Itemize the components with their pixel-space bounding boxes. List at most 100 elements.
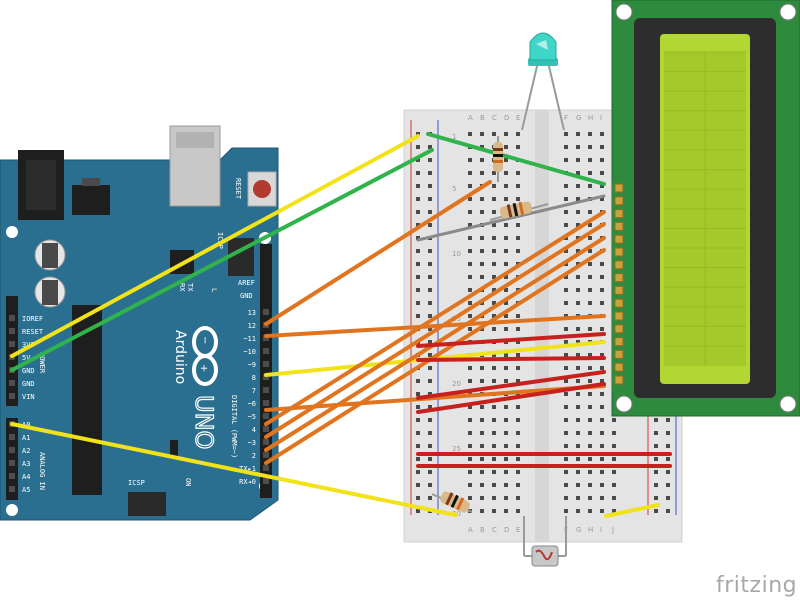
breadboard-hole — [588, 392, 592, 396]
breadboard-hole — [576, 132, 580, 136]
wire-orange-2 — [264, 248, 606, 465]
breadboard-hole — [600, 184, 604, 188]
breadboard-column-label-top: H — [588, 114, 593, 122]
breadboard-column-label-top: F — [564, 114, 568, 122]
breadboard-hole — [516, 353, 520, 357]
lcd-16x2-display — [611, 0, 800, 417]
led — [521, 32, 565, 131]
digital-pin-socket — [263, 478, 269, 484]
breadboard-hole — [504, 366, 508, 370]
breadboard-hole — [516, 327, 520, 331]
breadboard-hole — [612, 431, 616, 435]
breadboard-hole — [468, 418, 472, 422]
breadboard-hole — [416, 496, 420, 500]
breadboard-hole — [564, 210, 568, 214]
breadboard-hole — [612, 444, 616, 448]
breadboard-hole — [564, 496, 568, 500]
uno-label: UNO — [190, 395, 218, 449]
digital-label: DIGITAL (PWM=~) — [230, 395, 238, 458]
breadboard-hole — [600, 171, 604, 175]
breadboard-hole — [480, 249, 484, 253]
tx-label: TX — [186, 283, 194, 292]
breadboard-hole — [576, 405, 580, 409]
fritzing-watermark: fritzing — [716, 573, 797, 598]
breadboard-hole — [576, 457, 580, 461]
breadboard-hole — [416, 418, 420, 422]
breadboard-hole — [416, 314, 420, 318]
breadboard-hole — [492, 132, 496, 136]
lcd-pin — [614, 349, 624, 359]
breadboard-hole — [428, 392, 432, 396]
breadboard-hole — [600, 405, 604, 409]
breadboard-hole — [612, 457, 616, 461]
svg-text:−: − — [199, 336, 210, 344]
lcd-pin — [614, 324, 624, 334]
lcd-pins — [614, 183, 624, 385]
breadboard-hole — [468, 379, 472, 383]
breadboard-hole — [428, 444, 432, 448]
breadboard-hole — [416, 470, 420, 474]
breadboard-hole — [492, 327, 496, 331]
lcd-pin — [614, 209, 624, 219]
breadboard-hole — [576, 145, 580, 149]
breadboard-hole — [516, 249, 520, 253]
breadboard-hole — [588, 379, 592, 383]
breadboard-hole — [480, 132, 484, 136]
microcontroller-chip — [72, 305, 102, 495]
breadboard-hole — [564, 301, 568, 305]
breadboard-hole — [468, 288, 472, 292]
breadboard-hole — [600, 418, 604, 422]
wire-orange-12 — [264, 180, 492, 326]
breadboard-hole — [666, 496, 670, 500]
breadboard-hole — [428, 483, 432, 487]
breadboard-hole — [612, 470, 616, 474]
digital-pin-socket — [263, 426, 269, 432]
breadboard-hole — [588, 457, 592, 461]
breadboard-hole — [416, 301, 420, 305]
breadboard-column-label-top: I — [600, 114, 602, 122]
breadboard-column-label-bottom: H — [588, 526, 593, 534]
breadboard-hole — [416, 262, 420, 266]
breadboard-hole — [576, 210, 580, 214]
breadboard-hole — [428, 262, 432, 266]
wire-red-1 — [416, 332, 606, 348]
breadboard-hole — [666, 457, 670, 461]
breadboard-hole — [504, 249, 508, 253]
digital-pin-label: TX▸1 — [239, 465, 256, 473]
breadboard-hole — [516, 184, 520, 188]
breadboard-hole — [588, 171, 592, 175]
breadboard-hole — [428, 457, 432, 461]
breadboard-hole — [428, 340, 432, 344]
breadboard-hole — [654, 470, 658, 474]
l-label: L — [210, 288, 218, 292]
breadboard-hole — [564, 132, 568, 136]
digital-pin-socket — [263, 348, 269, 354]
breadboard-hole — [516, 340, 520, 344]
breadboard-hole — [492, 210, 496, 214]
breadboard-hole — [612, 418, 616, 422]
breadboard-hole — [516, 379, 520, 383]
digital-pin-socket — [263, 361, 269, 367]
breadboard-column-label-bottom: E — [516, 526, 520, 534]
arduino-brand-label: Arduino — [172, 330, 188, 384]
lcd-pin — [614, 183, 624, 193]
analog-label: ANALOG IN — [38, 452, 46, 490]
breadboard-hole — [428, 353, 432, 357]
breadboard-hole — [428, 184, 432, 188]
breadboard-column-label-top: B — [480, 114, 485, 122]
breadboard-hole — [600, 353, 604, 357]
breadboard-hole — [504, 301, 508, 305]
breadboard-hole — [492, 509, 496, 513]
breadboard-hole — [588, 236, 592, 240]
breadboard-hole — [516, 314, 520, 318]
wire-red-4 — [416, 382, 606, 414]
breadboard-column-label-top: E — [516, 114, 520, 122]
breadboard-hole — [588, 223, 592, 227]
breadboard-hole — [428, 210, 432, 214]
breadboard-hole — [588, 366, 592, 370]
breadboard-column-label-bottom: G — [576, 526, 581, 534]
breadboard-hole — [576, 327, 580, 331]
breadboard-hole — [504, 431, 508, 435]
power-pin-socket — [9, 341, 15, 347]
breadboard-hole — [588, 405, 592, 409]
